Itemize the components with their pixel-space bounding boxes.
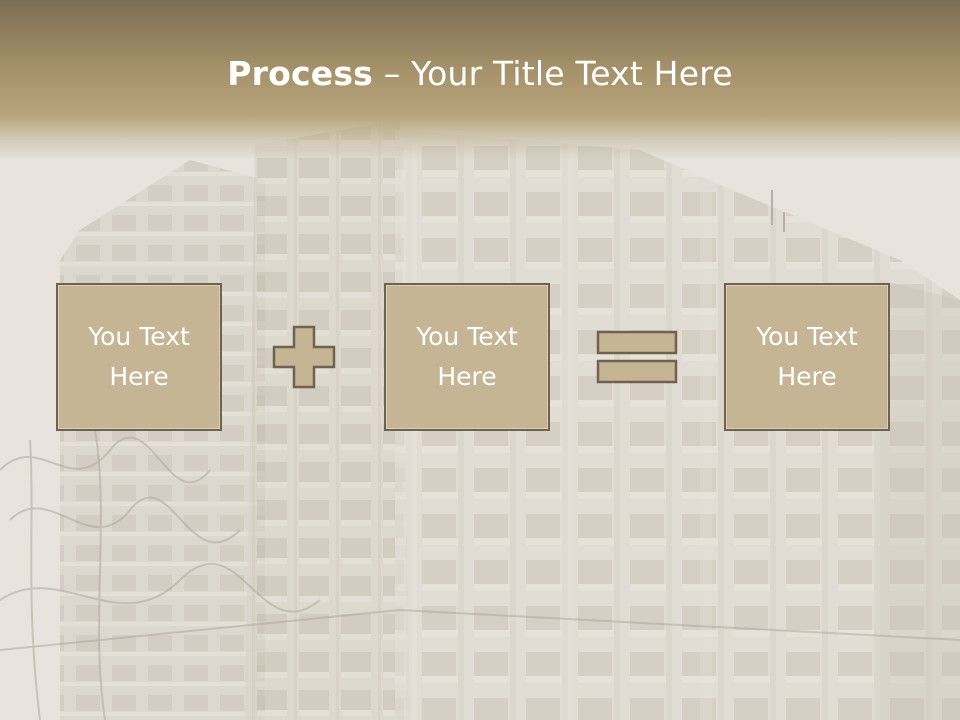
slide-title: Process – Your Title Text Here	[0, 52, 960, 96]
equals-icon	[596, 330, 678, 384]
process-box-3[interactable]: You Text Here	[724, 283, 890, 431]
process-box-1-text: You Text Here	[88, 322, 190, 391]
process-box-2[interactable]: You Text Here	[384, 283, 550, 431]
title-bold: Process	[227, 54, 374, 93]
process-box-1[interactable]: You Text Here	[56, 283, 222, 431]
title-rest: – Your Title Text Here	[373, 54, 733, 93]
plus-icon	[272, 325, 336, 389]
process-box-2-text: You Text Here	[416, 322, 518, 391]
header-band	[0, 0, 960, 160]
process-box-3-text: You Text Here	[756, 322, 858, 391]
